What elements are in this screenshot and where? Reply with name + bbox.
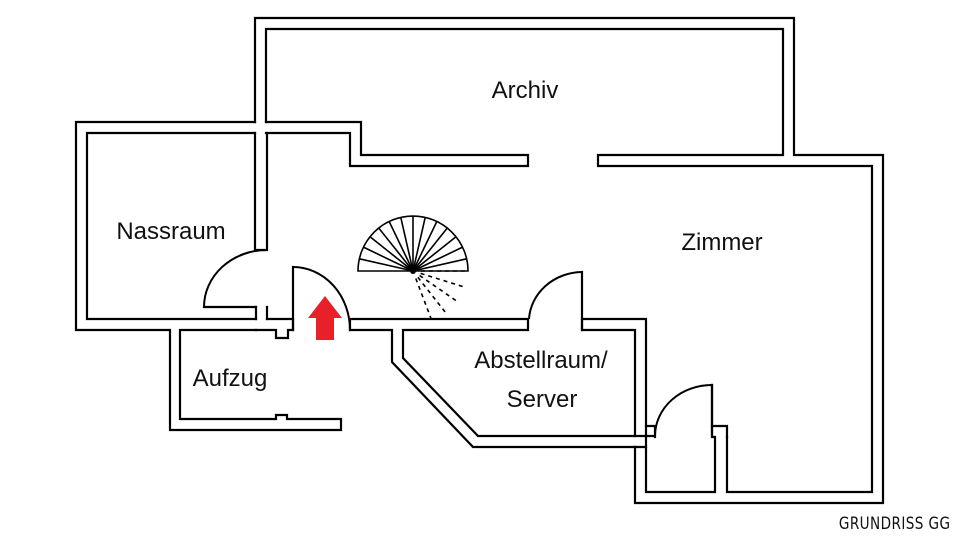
wall-segment [85, 131, 258, 321]
door-entrance [291, 265, 351, 332]
room-label-archiv: Archiv [492, 77, 559, 104]
room-label-zimmer: Zimmer [681, 229, 762, 256]
stair-tread [363, 246, 414, 272]
wall-segment [74, 120, 343, 432]
door-swing-arc [203, 249, 268, 308]
stair-tread [412, 227, 448, 272]
door-swing-arc [292, 266, 351, 331]
stair-tread [412, 246, 463, 272]
wall-segment [254, 317, 295, 340]
stair-tread [412, 236, 457, 272]
staircase-center [410, 268, 416, 274]
room-label-nassraum: Nassraum [116, 218, 225, 245]
doors [202, 249, 714, 438]
stair-tread [412, 221, 438, 272]
stair-tread [400, 217, 414, 272]
door-nassraum [202, 249, 268, 309]
room-label-server: Server [507, 386, 578, 413]
wall-segment [253, 131, 269, 252]
wall-segment [264, 120, 530, 168]
plan-title: GRUNDRISS GG [838, 514, 950, 534]
door-swing-arc [654, 384, 713, 437]
wall-segment [264, 27, 874, 494]
stair-tread [378, 227, 414, 272]
room-label-abstellraum: Abstellraum/ [474, 347, 608, 374]
stair-tread [369, 236, 414, 272]
wall-segment [348, 328, 637, 449]
door-abstellraum [528, 270, 584, 332]
wall-segment [644, 424, 729, 494]
staircase-outline [357, 215, 469, 272]
stair-tread [412, 258, 467, 272]
stair-tread [359, 258, 414, 272]
wall-segment [348, 317, 648, 449]
stair-tread [388, 221, 414, 272]
door-small-room [654, 383, 714, 438]
spiral-staircase-icon [357, 215, 469, 323]
entrance-arrow-icon [308, 296, 342, 340]
walls [74, 16, 885, 505]
door-swing-arc [528, 271, 583, 320]
room-label-aufzug: Aufzug [193, 365, 268, 392]
wall-segment [253, 16, 885, 505]
wall-segment [254, 305, 269, 321]
stair-tread [412, 217, 426, 272]
